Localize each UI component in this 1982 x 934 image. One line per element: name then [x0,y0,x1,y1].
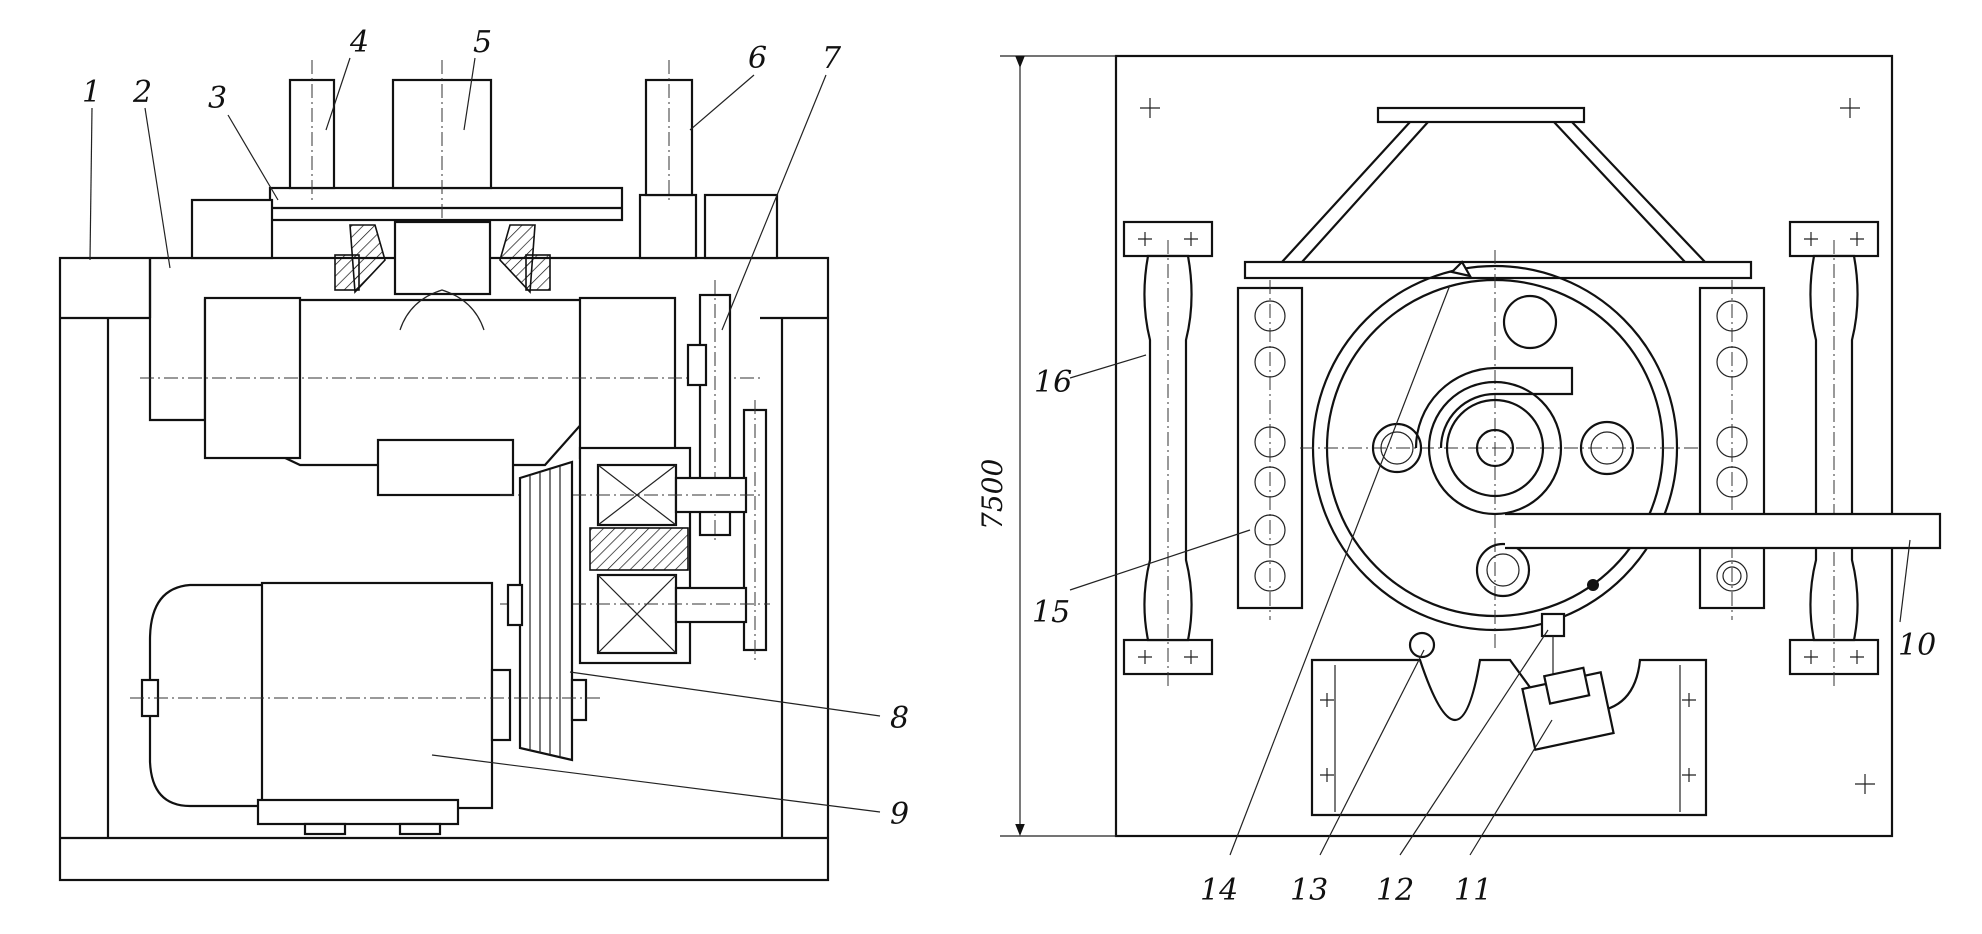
top-truss [1243,106,1753,280]
label-13: 13 [1290,873,1328,908]
right-leaders [1069,284,1911,856]
label-9: 9 [890,797,909,832]
right-hole-strip [1698,280,1766,620]
label-6: 6 [748,41,767,76]
gearbox [140,258,760,497]
turntable-hub [334,220,551,296]
label-8: 8 [890,701,909,736]
label-3: 3 [208,81,227,116]
belt-pulley [506,460,588,762]
right-labels: 10 11 12 13 14 15 16 [1032,365,1936,908]
dimension-label: 7500 [976,459,1009,530]
bearing-block [500,446,770,665]
left-leaders [89,57,881,813]
electric-motor [130,581,600,836]
left-roller [1122,220,1214,690]
label-1: 1 [82,75,101,110]
label-15: 15 [1032,595,1070,630]
top-rollers [288,60,694,260]
label-2: 2 [132,75,152,110]
right-roller [1788,220,1880,690]
label-7: 7 [822,41,842,76]
turntable [1300,250,1700,650]
label-16: 16 [1034,365,1072,400]
label-14: 14 [1200,873,1238,908]
label-11: 11 [1454,873,1492,908]
bottom-block [1310,631,1708,817]
right-view: 7500 [976,54,1942,908]
dimension-7500: 7500 [976,55,1116,837]
label-4: 4 [349,25,369,60]
label-12: 12 [1376,873,1414,908]
corner-marks [1140,98,1875,794]
label-10: 10 [1898,628,1936,663]
left-view: 1 2 3 4 5 6 7 8 9 [58,25,909,882]
base-plate [1114,54,1894,838]
left-hole-strip [1236,280,1304,620]
left-labels: 1 2 3 4 5 6 7 8 9 [82,25,909,832]
limit-switch [1521,612,1615,751]
bar-stock [1505,512,1942,550]
label-5: 5 [473,25,492,60]
